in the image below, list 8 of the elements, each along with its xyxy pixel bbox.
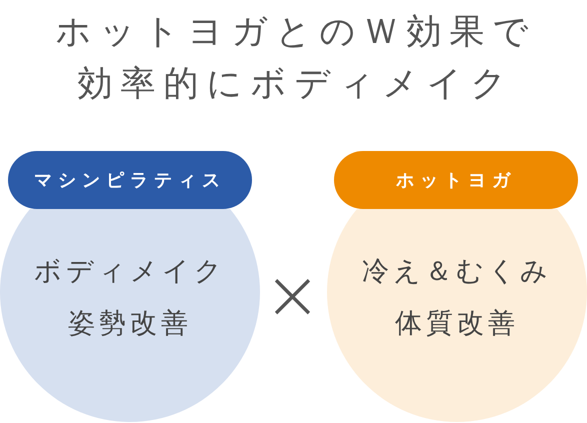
- benefit-text: ボディメイク: [34, 255, 226, 289]
- benefit-text: 冷え＆むくみ: [362, 255, 552, 289]
- title: ホットヨガとのＷ効果で効率的にボディメイク: [54, 11, 538, 106]
- benefit-text: 体質改善: [395, 307, 519, 341]
- category-name: ホットヨガ: [396, 169, 516, 192]
- times-sign: ×: [264, 262, 321, 330]
- category-name: マシンピラティス: [34, 169, 226, 192]
- benefit-text: 姿勢改善: [68, 307, 192, 341]
